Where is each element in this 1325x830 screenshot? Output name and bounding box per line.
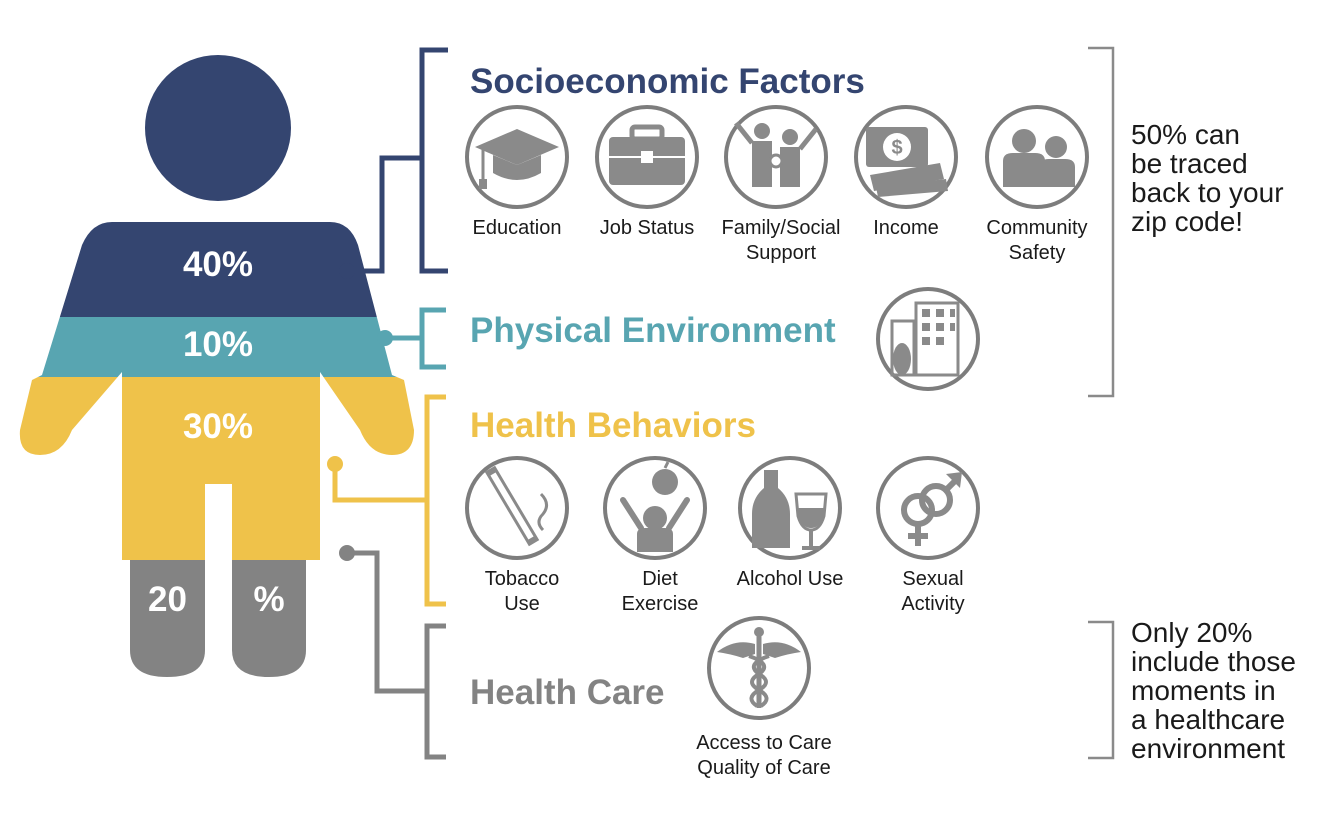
figure-band-behaviors <box>19 377 414 560</box>
diet-exercise-icon <box>603 456 707 560</box>
cigarette-icon <box>465 456 569 560</box>
percent-healthcare-sign: % <box>253 580 285 619</box>
human-figure <box>19 55 414 677</box>
heading-healthcare: Health Care <box>470 673 665 712</box>
caduceus-icon <box>707 616 811 720</box>
label-job-status: Job Status <box>599 217 695 239</box>
heading-physical: Physical Environment <box>470 311 836 350</box>
money-icon: $ <box>854 105 958 209</box>
connector-socioeconomic <box>339 47 448 279</box>
svg-text:$: $ <box>891 137 902 159</box>
label-community-safety: Community Safety <box>986 217 1088 264</box>
percent-socioeconomic: 40% <box>182 245 254 284</box>
percent-behaviors: 30% <box>182 407 254 446</box>
note-healthcare-environment: Only 20% include those moments in a heal… <box>1131 617 1297 764</box>
connector-behaviors <box>327 394 446 607</box>
label-education: Education <box>472 217 562 239</box>
heading-behaviors: Health Behaviors <box>470 406 756 445</box>
building-icon <box>876 287 980 391</box>
note-zip-code: 50% can be traced back to your zip code! <box>1131 119 1284 237</box>
label-diet-exercise: Diet Exercise <box>621 568 699 615</box>
briefcase-icon <box>595 105 699 209</box>
percent-healthcare-number: 20 <box>148 580 187 619</box>
community-icon <box>985 105 1089 209</box>
bracket-healthcare-env <box>1088 620 1115 760</box>
percent-physical: 10% <box>182 325 254 364</box>
label-access-quality-care: Access to Care Quality of Care <box>696 732 832 779</box>
heading-socioeconomic: Socioeconomic Factors <box>470 62 865 101</box>
gender-symbols-icon <box>876 456 980 560</box>
figure-band-physical <box>19 317 414 377</box>
bracket-zip-code <box>1088 46 1115 398</box>
label-alcohol-use: Alcohol Use <box>736 568 844 590</box>
graduation-cap-icon <box>465 105 569 209</box>
label-family-social-support: Family/Social Support <box>721 217 841 264</box>
label-sexual-activity: Sexual Activity <box>901 568 965 615</box>
figure-head <box>145 55 291 201</box>
family-icon <box>724 105 828 209</box>
connector-healthcare <box>339 545 446 760</box>
label-tobacco-use: Tobacco Use <box>484 568 560 615</box>
connector-physical <box>377 307 446 370</box>
figure-leg-left <box>130 560 205 677</box>
alcohol-icon <box>738 456 842 560</box>
label-income: Income <box>873 217 939 239</box>
figure-leg-right <box>232 560 306 677</box>
